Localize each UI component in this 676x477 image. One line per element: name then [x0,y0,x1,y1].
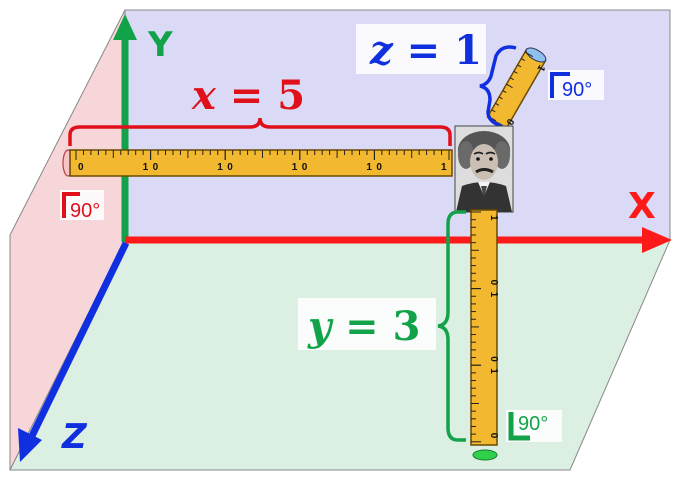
z-measure-box: z = 1 [356,24,486,74]
x-measure-label: x = 5 [191,72,305,119]
z-ruler-tick [502,90,507,93]
z-ruler-tick [513,70,518,74]
z-ruler-tick [509,77,514,81]
y-axis-label: Y [147,25,173,65]
x-brace [68,117,452,146]
x-ruler-tick-label: 1 [441,162,447,173]
z-axis [18,241,130,462]
x-ruler-tick-label: 1 [143,162,149,173]
y-ruler-tick-label: 1 [488,215,499,221]
z-ruler-tick [521,58,525,61]
x-ruler-tick-label: 0 [302,162,308,173]
z-ruler-tick-label: 1 [534,63,547,74]
y-ruler-ticks: 1 0 1 0 1 0 [471,211,499,443]
z-ruler-tick [495,102,500,106]
y-brace [437,210,466,442]
x-value: 5 [277,72,305,119]
y-ruler: 1 0 1 0 1 0 [470,209,499,461]
x-ruler-tick-label: 0 [153,162,159,173]
y-ruler-tick-label: 0 [488,356,499,362]
y-ruler-tick-label: 0 [488,280,499,286]
x-ruler-tick-label: 0 [376,162,382,173]
x-variable: x [191,72,217,119]
x-axis-label: X [628,186,656,227]
z-ruler-tick [524,51,534,58]
y-variable: y [307,303,334,350]
y-angle-label: 90° [518,413,548,435]
x-ruler-tick-label: 1 [366,162,372,173]
x-equals: = [216,72,277,119]
z-brace [479,45,517,128]
z-ruler-tick [491,109,496,113]
y-axis [113,14,137,242]
y-ruler-tick-label: 1 [488,368,499,374]
y-measure-label: y = 3 [307,303,420,350]
z-variable: z [369,27,394,74]
z-measure-label: z = 1 [369,27,482,74]
x-axis [125,227,672,253]
z-ruler-tick [517,64,522,68]
x-ruler-tick-label: 1 [217,162,223,173]
z-ruler-tick-label: 0 [503,116,516,127]
y-ruler-tick-label: 1 [488,292,499,298]
x-ruler-tick-label: 0 [78,162,84,173]
z-ruler-end-cap [525,47,547,63]
z-ruler-tick [506,83,513,89]
scientist-portrait-icon [454,125,514,213]
z-axis-label: Z [61,417,88,457]
y-ruler-end-cap [472,449,498,461]
x-ruler-tick-label: 0 [227,162,233,173]
z-angle-marker: 90° [548,70,604,101]
y-measure-box: y = 3 [298,298,436,350]
z-angle-label: 90° [562,79,592,101]
y-ruler-tick-label: 0 [488,433,499,439]
z-equals: = [393,27,454,74]
x-ruler-tick-label: 1 [292,162,298,173]
x-angle-label: 90° [70,200,100,222]
x-angle-marker: 90° [60,190,104,222]
y-angle-marker: 90° [506,410,562,442]
y-value: 3 [393,303,421,350]
y-equals: = [331,303,392,350]
z-value: 1 [454,27,482,74]
z-ruler-tick [498,96,503,100]
